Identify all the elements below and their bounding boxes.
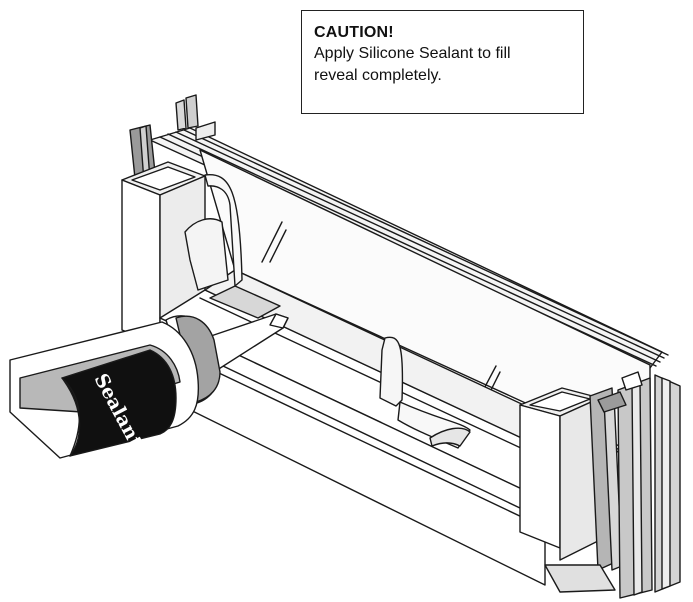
sealant-tube [9,313,289,459]
tape-strips [184,174,471,449]
caution-line-2: reveal completely. [314,67,442,84]
caution-box: CAUTION! Apply Silicone Sealant to fill … [301,10,584,114]
caution-line-1: Apply Silicone Sealant to fill [314,45,511,62]
caution-heading: CAUTION! [314,24,394,41]
left-corner-post [121,161,206,346]
right-corner-post [519,371,681,599]
